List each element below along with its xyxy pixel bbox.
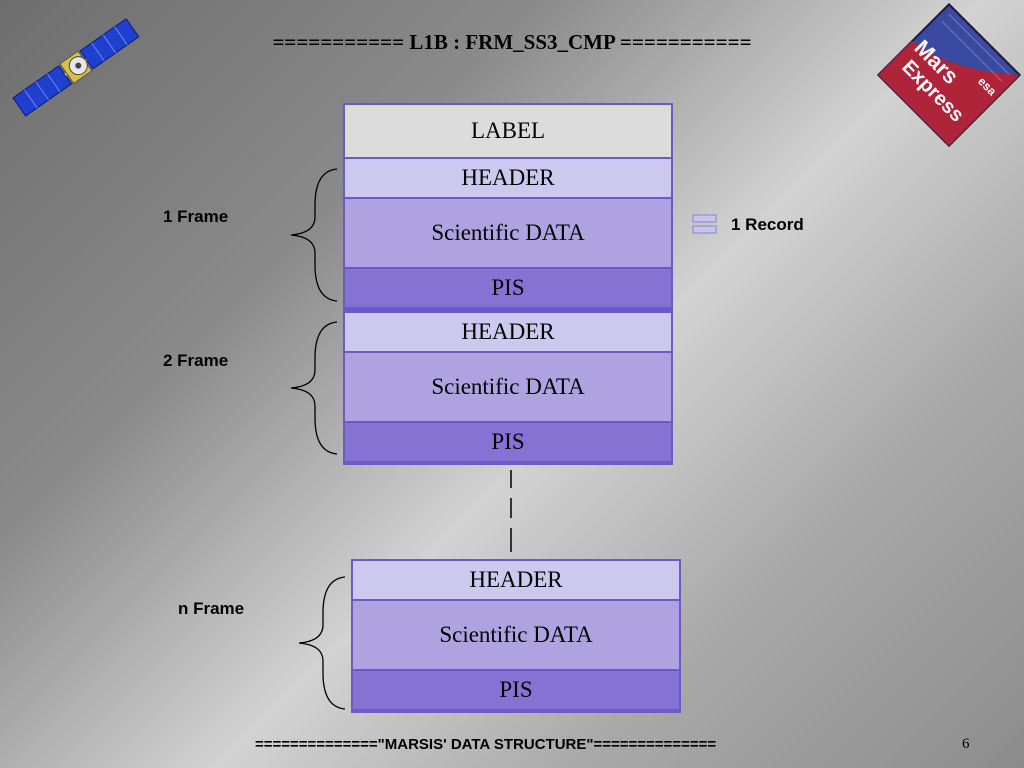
satellite-icon [10, 12, 145, 132]
continuation-line [510, 470, 512, 552]
page-number: 6 [962, 736, 970, 752]
header-cell: HEADER [345, 159, 671, 197]
frame-1-label: 1 Frame [163, 207, 229, 226]
frame-n-label: n Frame [178, 599, 245, 618]
frame-block-1: LABEL HEADER Scientific DATA PIS [343, 103, 673, 312]
frame-2-label: 2 Frame [163, 351, 229, 370]
pis-cell: PIS [345, 423, 671, 461]
frame-n-brace [298, 576, 346, 710]
pis-cell: PIS [353, 671, 679, 709]
scientific-data-cell: Scientific DATA [345, 353, 671, 421]
scientific-data-cell: Scientific DATA [345, 199, 671, 267]
header-cell: HEADER [353, 561, 679, 599]
pis-cell: PIS [345, 269, 671, 307]
slide-title: =========== L1B : FRM_SS3_CMP ==========… [272, 30, 752, 54]
slide-footer: =============="MARSIS' DATA STRUCTURE"==… [255, 736, 717, 753]
frame-block-2: HEADER Scientific DATA PIS [343, 311, 673, 465]
frame-2-brace [290, 321, 338, 455]
frame-block-n: HEADER Scientific DATA PIS [351, 559, 681, 713]
header-cell: HEADER [345, 313, 671, 351]
mars-express-logo: Mars Express esa [876, 2, 1022, 153]
equals-icon [692, 214, 717, 234]
label-cell: LABEL [345, 105, 671, 157]
frame-1-brace [290, 168, 338, 302]
record-legend-label: 1 Record [731, 215, 804, 234]
scientific-data-cell: Scientific DATA [353, 601, 679, 669]
